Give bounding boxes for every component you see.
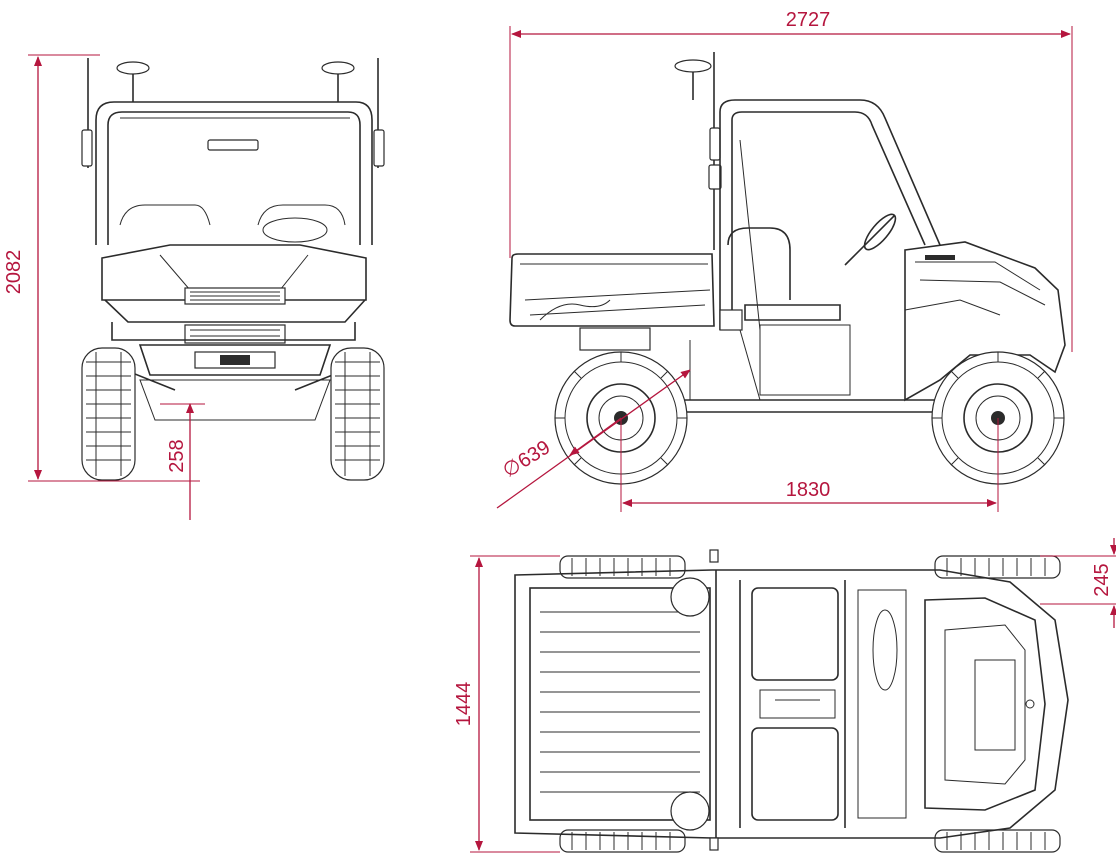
- wheelbase-value: 1830: [786, 479, 831, 501]
- top-view: [514, 549, 1069, 853]
- front-view: [81, 58, 385, 481]
- overall-length-value: 2727: [786, 9, 831, 31]
- overall-width-dimension: 1444: [453, 555, 560, 853]
- ground-clearance-value: 258: [166, 439, 188, 472]
- overall-height-value: 2082: [3, 250, 25, 295]
- overall-length-dimension: 2727: [509, 9, 1073, 352]
- overall-width-value: 1444: [453, 682, 475, 727]
- side-offset-value: 245: [1091, 563, 1113, 596]
- ground-clearance-dimension: 258: [160, 403, 205, 520]
- wheelbase-dimension: 1830: [620, 418, 999, 512]
- side-offset-dimension: 245: [1040, 538, 1116, 628]
- side-view: [509, 52, 1066, 485]
- overall-height-dimension: 2082: [3, 54, 200, 482]
